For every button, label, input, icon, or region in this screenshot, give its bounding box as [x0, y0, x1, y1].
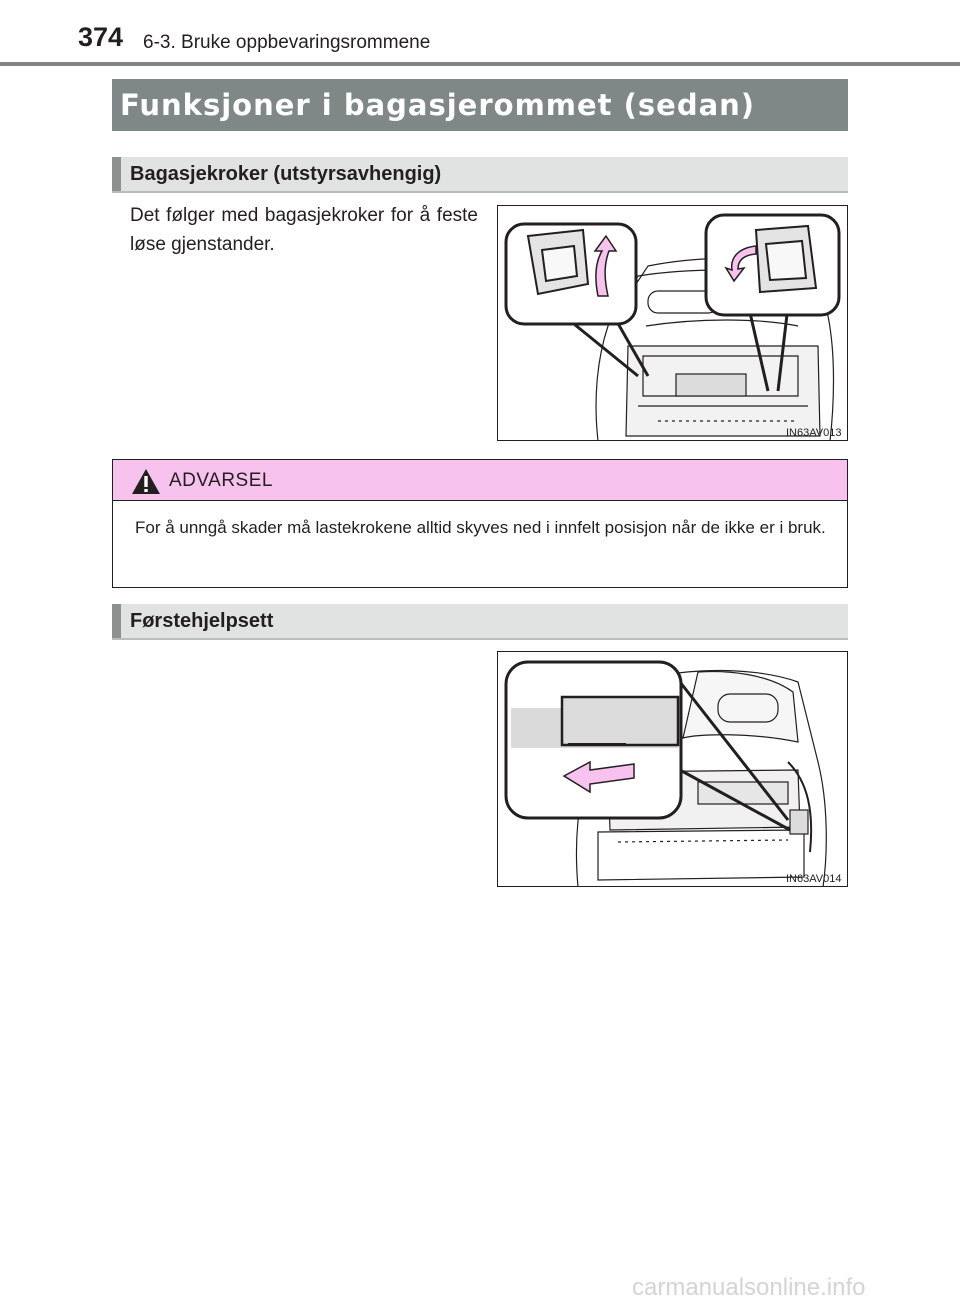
running-head: 6-3. Bruke oppbevaringsrommene — [143, 32, 431, 53]
warning-triangle-icon — [132, 469, 160, 494]
figure-code: IN63AV014 — [786, 873, 842, 885]
warning-header: ADVARSEL — [113, 460, 847, 501]
luggage-hooks-figure: IN63AV013 — [497, 205, 848, 442]
luggage-hooks-illustration — [504, 213, 841, 442]
first-aid-illustration — [504, 660, 827, 888]
first-aid-figure: IN63AV014 — [497, 651, 848, 888]
subheading-first-aid: Førstehjelpsett — [112, 604, 848, 640]
warning-box: ADVARSEL For å unngå skader må lastekrok… — [112, 459, 848, 588]
luggage-hooks-body: Det følger med bagasjekroker for å feste… — [130, 205, 478, 255]
page-number: 374 — [78, 22, 124, 52]
subheading-underline — [112, 191, 848, 193]
subheading-luggage-hooks-label: Bagasjekroker (utstyrsavhengig) — [130, 163, 442, 185]
header-rule — [0, 62, 960, 66]
subheading-first-aid-label: Førstehjelpsett — [130, 610, 274, 632]
figure-code: IN63AV013 — [786, 427, 842, 439]
warning-title: ADVARSEL — [169, 470, 273, 491]
warning-text: For å unngå skader må lastekrokene allti… — [135, 518, 826, 537]
section-title: Funksjoner i bagasjerommet (sedan) — [112, 79, 848, 131]
watermark: carmanualsonline.info — [632, 1274, 866, 1301]
subheading-underline — [112, 638, 848, 640]
subheading-luggage-hooks: Bagasjekroker (utstyrsavhengig) — [112, 157, 848, 193]
